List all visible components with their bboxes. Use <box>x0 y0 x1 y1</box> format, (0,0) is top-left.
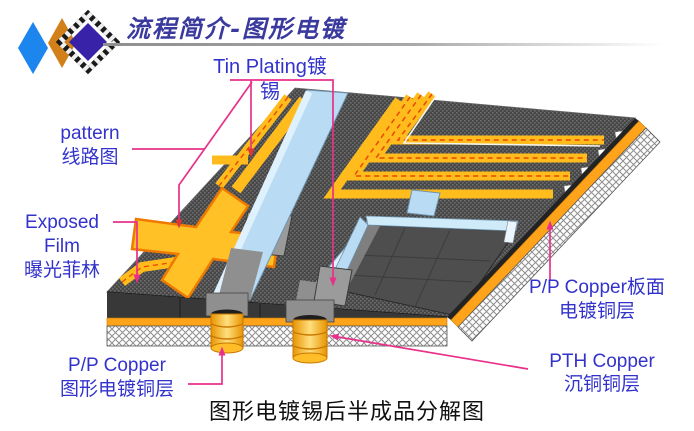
label-pth-copper-line1: PTH Copper <box>549 351 655 372</box>
label-pp-copper-pattern: P/P Copper 图形电镀铜层 <box>33 354 201 402</box>
label-pth-copper: PTH Copper 沉铜铜层 <box>518 350 686 396</box>
blue-pad-small-1 <box>406 189 441 217</box>
label-tin-plating: Tin Plating镀 锡 <box>190 55 350 105</box>
label-exposed-film-line2: Film <box>44 236 80 257</box>
diagram-caption: 图形电镀锡后半成品分解图 <box>208 400 485 425</box>
leader-exposed-film <box>113 221 141 284</box>
leader-tin-plating-main <box>230 79 337 287</box>
leader-pp-copper-pattern <box>188 346 226 385</box>
groove-1 <box>212 89 349 301</box>
label-pp-copper-pattern-line1: P/P Copper <box>68 355 166 376</box>
pth-barrel-2 <box>285 299 335 364</box>
label-pth-copper-line2: 沉铜铜层 <box>563 374 640 395</box>
substrate-band-front <box>106 325 448 347</box>
slide-title: 流程简介-图形电镀 <box>126 14 346 43</box>
tin-stripe-traces <box>119 94 309 286</box>
label-pattern-line2: 线路图 <box>61 147 119 168</box>
label-exposed-film-line3: 曝光菲林 <box>23 260 100 281</box>
label-tin-plating-line1: Tin Plating镀 <box>213 56 327 78</box>
leader-lines <box>113 79 554 385</box>
substrate-band-right <box>457 127 661 342</box>
film-front-face <box>107 292 447 318</box>
label-pp-copper-surface-line2: 电镀铜层 <box>558 301 635 322</box>
label-tin-plating-line2: 锡 <box>260 81 280 103</box>
label-exposed-film-line1: Exposed <box>25 212 99 233</box>
logo-diamonds <box>18 9 121 75</box>
label-pp-copper-surface-line1: P/P Copper板面 <box>529 277 665 298</box>
pth-barrel-1 <box>205 292 249 354</box>
leader-tin-plating-diagonal <box>175 81 253 229</box>
diamond-blue-icon <box>18 22 48 74</box>
label-pattern: pattern 线路图 <box>36 122 144 170</box>
label-pp-copper-surface: P/P Copper板面 电镀铜层 <box>500 276 694 324</box>
label-pattern-line1: pattern <box>60 123 120 144</box>
title-underline <box>103 43 663 46</box>
label-pp-copper-pattern-line2: 图形电镀铜层 <box>59 379 174 400</box>
diamond-purple-icon <box>55 9 121 75</box>
label-exposed-film: Exposed Film 曝光菲林 <box>0 211 124 283</box>
leader-pth-copper <box>329 333 529 370</box>
copper-band-front <box>106 317 448 327</box>
tin-chevron-traces <box>323 91 626 205</box>
